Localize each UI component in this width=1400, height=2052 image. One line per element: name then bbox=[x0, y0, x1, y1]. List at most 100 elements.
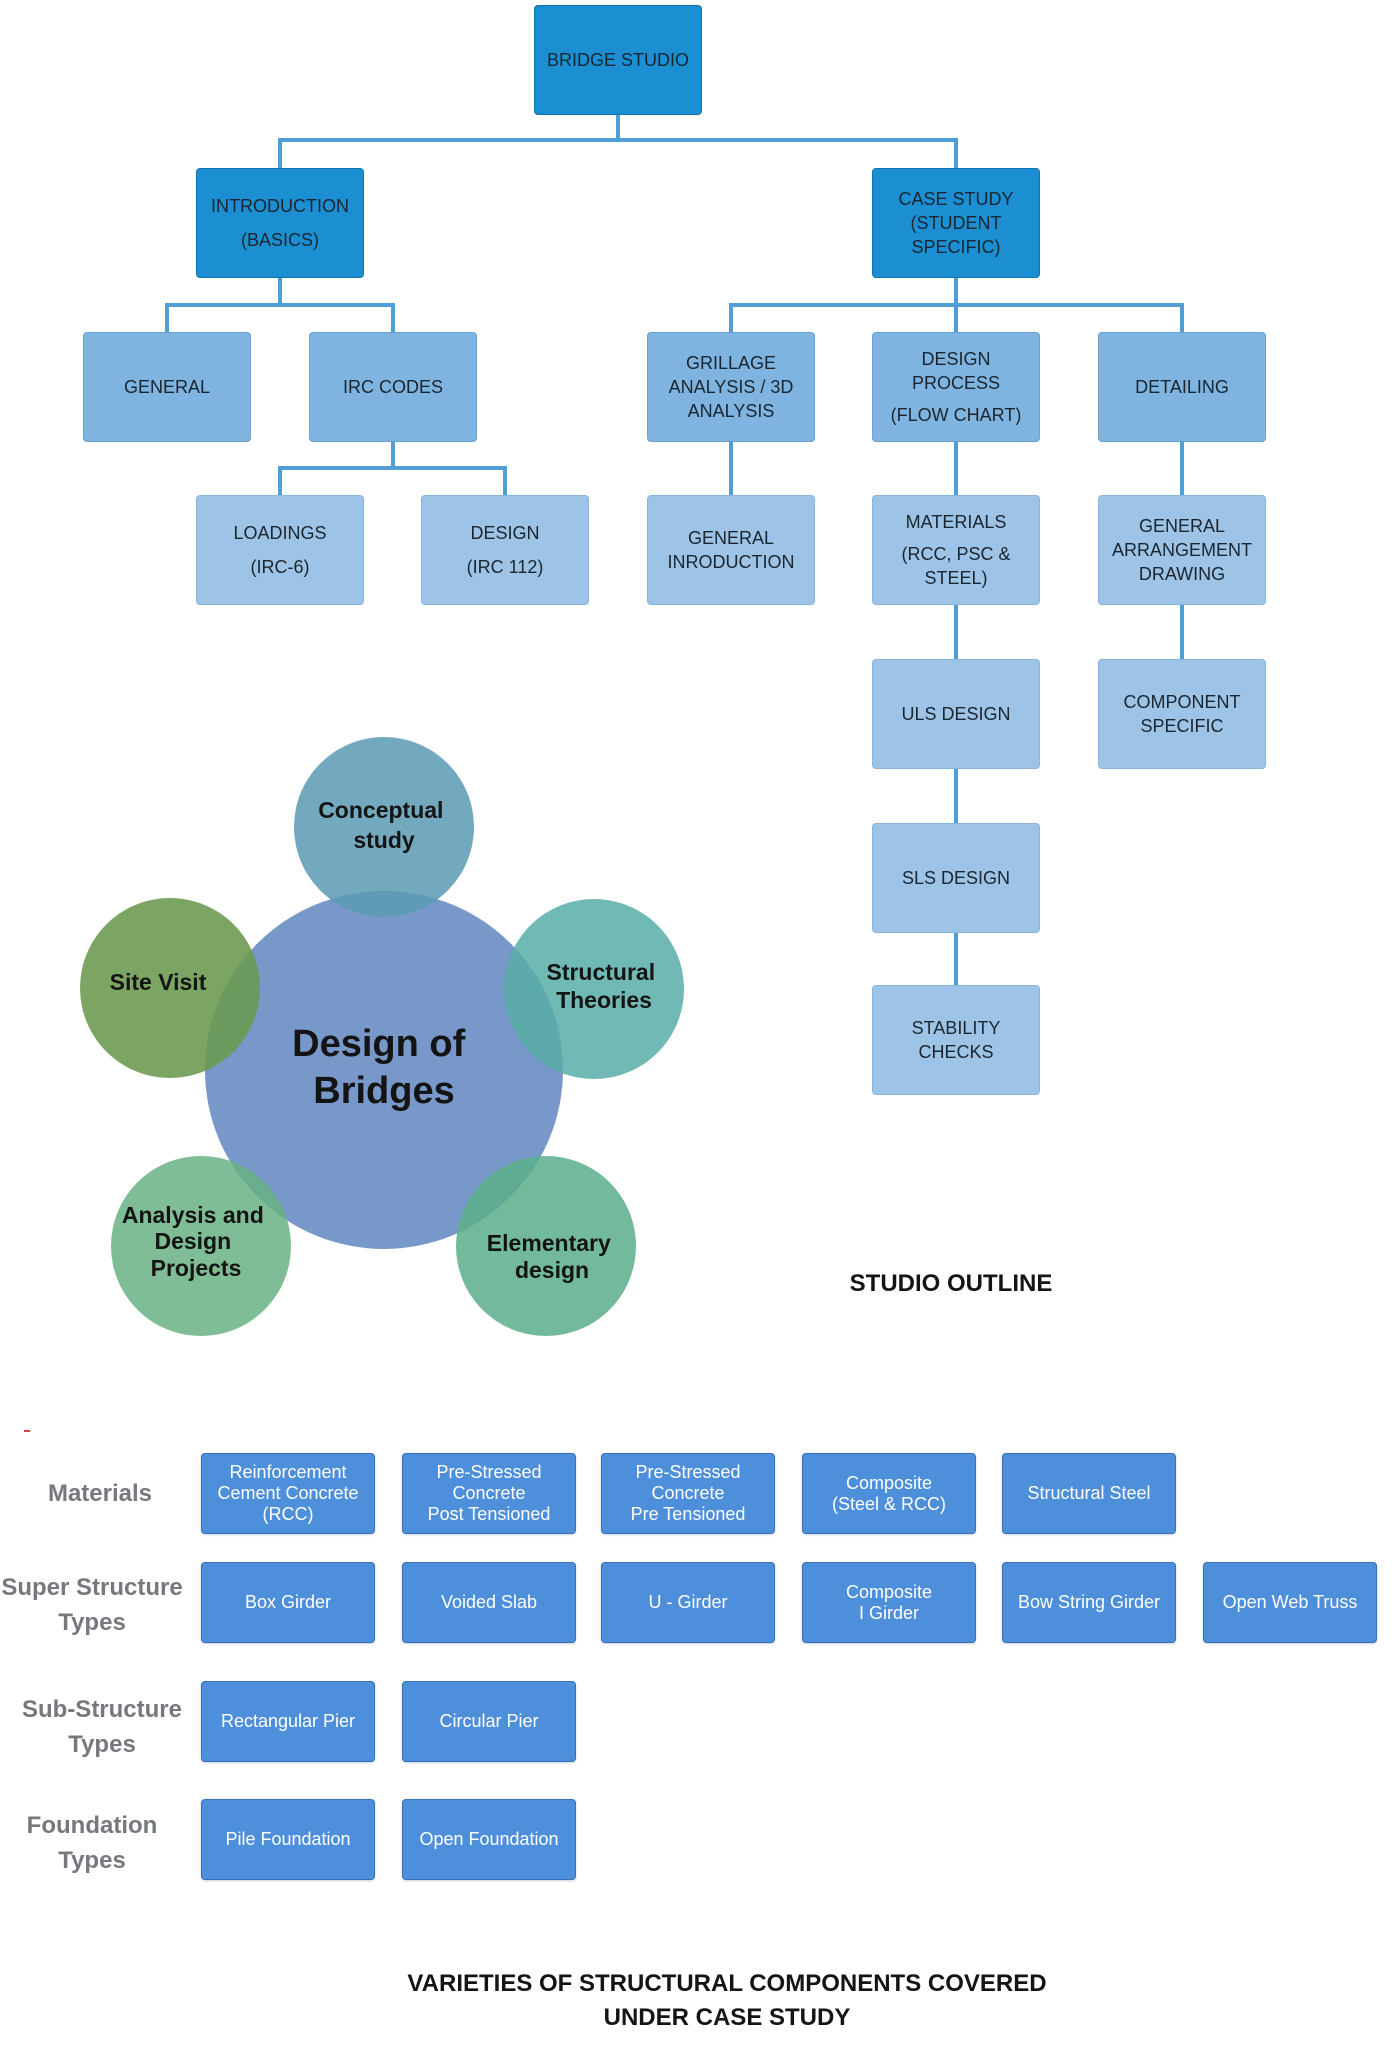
node-label: CHECKS bbox=[918, 1042, 994, 1062]
sls-design-node: SLS DESIGN bbox=[872, 823, 1040, 933]
venn-label-line: study bbox=[353, 827, 415, 853]
component-specific-node: COMPONENT SPECIFIC bbox=[1098, 659, 1266, 769]
structural-theories-label: Structural Theories bbox=[546, 959, 661, 1013]
node-label: INRODUCTION bbox=[667, 552, 795, 572]
row-label-line: Super Structure bbox=[1, 1573, 183, 1601]
introduction-node: INTRODUCTION (BASICS) bbox=[196, 168, 364, 278]
studio-outline-caption: STUDIO OUTLINE bbox=[849, 1270, 1053, 1297]
box-label: Composite bbox=[845, 1472, 933, 1493]
connector-line bbox=[954, 605, 1184, 987]
superstructure-composite-i-girder-box: Composite I Girder bbox=[802, 1562, 976, 1643]
design-of-bridges-circle bbox=[205, 891, 563, 1249]
venn-label-line: Projects bbox=[151, 1255, 242, 1281]
node-label: PROCESS bbox=[911, 373, 1001, 393]
row-label-line: Sub-Structure bbox=[21, 1695, 182, 1723]
box-label: Open Foundation bbox=[419, 1829, 559, 1849]
materials-node: MATERIALS (RCC, PSC & STEEL) bbox=[872, 495, 1040, 605]
venn-label-line: Bridges bbox=[313, 1070, 454, 1112]
superstructure-voided-slab-box: Voided Slab bbox=[402, 1562, 576, 1643]
analysis-design-projects-circle bbox=[111, 1156, 291, 1336]
node-label: GENERAL bbox=[123, 377, 211, 397]
design-process-node: DESIGN PROCESS (FLOW CHART) bbox=[872, 332, 1040, 442]
connector-line bbox=[278, 441, 507, 497]
foundation-pile-box: Pile Foundation bbox=[201, 1799, 375, 1880]
row-label-sub-structure: Sub-Structure Types bbox=[7, 1686, 197, 1767]
site-visit-label: Site Visit bbox=[110, 969, 207, 995]
superstructure-open-web-truss-box: Open Web Truss bbox=[1203, 1562, 1377, 1643]
site-visit-circle bbox=[80, 898, 260, 1078]
node-label: STEEL) bbox=[924, 568, 988, 588]
conceptual-study-circle bbox=[294, 737, 474, 917]
venn-label-line: design bbox=[515, 1257, 589, 1283]
bridge-studio-node: BRIDGE STUDIO bbox=[534, 5, 702, 115]
venn-label-line: Design of bbox=[292, 1023, 465, 1065]
material-rcc-box: Reinforcement Cement Concrete (RCC) bbox=[201, 1453, 375, 1534]
box-label: I Girder bbox=[858, 1602, 919, 1623]
box-label: Reinforcement bbox=[229, 1462, 347, 1482]
box-label: Composite bbox=[845, 1581, 933, 1602]
superstructure-box-girder-box: Box Girder bbox=[201, 1562, 375, 1643]
row-label-line: Foundation bbox=[26, 1811, 158, 1839]
box-label: Concrete bbox=[651, 1483, 725, 1503]
stability-checks-node: STABILITY CHECKS bbox=[872, 985, 1040, 1095]
title-line: UNDER CASE STUDY bbox=[603, 2004, 851, 2031]
node-label: CASE STUDY bbox=[898, 189, 1014, 209]
material-composite-box: Composite (Steel & RCC) bbox=[802, 1453, 976, 1534]
connector-line bbox=[165, 277, 395, 334]
venn-label-line: Analysis and bbox=[122, 1202, 264, 1228]
node-label: (RCC, PSC & bbox=[901, 544, 1011, 564]
node-label: ANALYSIS bbox=[687, 401, 775, 421]
node-label: COMPONENT bbox=[1123, 692, 1241, 712]
box-label: Post Tensioned bbox=[427, 1504, 551, 1524]
node-label: DESIGN bbox=[470, 523, 540, 543]
node-label: GENERAL bbox=[687, 528, 775, 548]
design-irc112-node: DESIGN (IRC 112) bbox=[421, 495, 589, 605]
venn-label-line: Structural bbox=[546, 959, 655, 985]
row-label-line: Types bbox=[68, 1730, 136, 1758]
row-label-line: Materials bbox=[47, 1480, 153, 1507]
node-label: SPECIFIC) bbox=[911, 237, 1001, 257]
node-label: (STUDENT bbox=[910, 213, 1002, 233]
box-label: Pre-Stressed bbox=[635, 1462, 741, 1482]
box-label: (RCC) bbox=[262, 1504, 314, 1524]
stray-mark bbox=[24, 1430, 30, 1432]
venn-label-line: Site Visit bbox=[110, 969, 207, 995]
material-psc-post-tensioned-box: Pre-Stressed Concrete Post Tensioned bbox=[402, 1453, 576, 1534]
connector-line bbox=[729, 277, 1184, 334]
venn-label-line: Conceptual bbox=[318, 797, 443, 823]
components-section-title: VARIETIES OF STRUCTURAL COMPONENTS COVER… bbox=[327, 1967, 1127, 2035]
node-label: BRIDGE STUDIO bbox=[546, 50, 689, 70]
material-psc-pre-tensioned-box: Pre-Stressed Concrete Pre Tensioned bbox=[601, 1453, 775, 1534]
box-label: Open Web Truss bbox=[1222, 1592, 1358, 1612]
superstructure-u-girder-box: U - Girder bbox=[601, 1562, 775, 1643]
tree-connectors bbox=[165, 113, 1184, 987]
node-label: IRC CODES bbox=[342, 377, 443, 397]
node-label: DETAILING bbox=[1135, 377, 1229, 397]
general-node: GENERAL bbox=[83, 332, 251, 442]
node-label: SLS DESIGN bbox=[901, 868, 1011, 888]
node-label: GENERAL bbox=[1138, 516, 1226, 536]
title-line: VARIETIES OF STRUCTURAL COMPONENTS COVER… bbox=[407, 1970, 1047, 1997]
elementary-design-circle bbox=[456, 1156, 636, 1336]
grillage-analysis-node: GRILLAGE ANALYSIS / 3D ANALYSIS bbox=[647, 332, 815, 442]
node-label: LOADINGS bbox=[233, 523, 327, 543]
foundation-open-box: Open Foundation bbox=[402, 1799, 576, 1880]
node-label: DESIGN bbox=[921, 349, 991, 369]
irc-codes-node: IRC CODES bbox=[309, 332, 477, 442]
material-structural-steel-box: Structural Steel bbox=[1002, 1453, 1176, 1534]
substructure-rectangular-pier-box: Rectangular Pier bbox=[201, 1681, 375, 1762]
loadings-node: LOADINGS (IRC-6) bbox=[196, 495, 364, 605]
row-label-foundation: Foundation Types bbox=[0, 1802, 187, 1883]
case-study-node: CASE STUDY (STUDENT SPECIFIC) bbox=[872, 168, 1040, 278]
node-label: (FLOW CHART) bbox=[890, 405, 1022, 425]
node-label: (BASICS) bbox=[240, 230, 319, 250]
detailing-node: DETAILING bbox=[1098, 332, 1266, 442]
box-label: Voided Slab bbox=[440, 1592, 538, 1612]
general-arrangement-drawing-node: GENERAL ARRANGEMENT DRAWING bbox=[1098, 495, 1266, 605]
design-of-bridges-label: Design of Bridges bbox=[292, 1023, 476, 1112]
row-label-line: Types bbox=[58, 1608, 126, 1636]
analysis-design-projects-label: Analysis and Design Projects bbox=[122, 1202, 270, 1281]
venn-label-line: Theories bbox=[556, 987, 652, 1013]
connector-line bbox=[729, 441, 1184, 497]
